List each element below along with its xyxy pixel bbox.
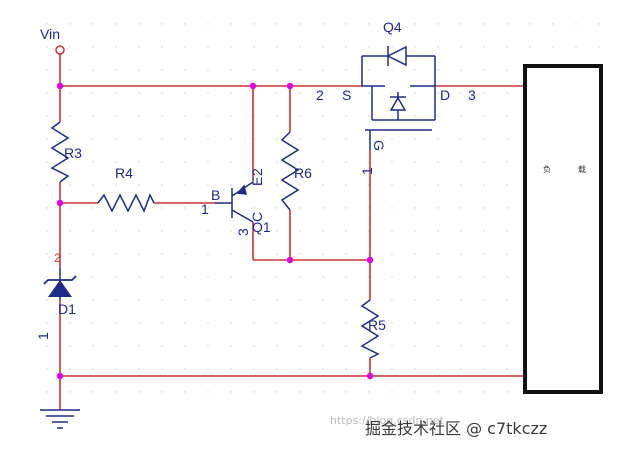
wires	[59, 54, 525, 410]
load-text-left: 负	[543, 164, 551, 174]
junction	[286, 256, 294, 264]
q4-source-label: S	[342, 87, 351, 103]
watermark-faint: https://blog.csdn.net	[330, 414, 445, 427]
q1-emitter-label: E	[249, 177, 265, 186]
r4-label: R4	[115, 165, 133, 181]
transistor-q1	[215, 181, 254, 223]
d1-pin-top: 2	[54, 251, 61, 265]
vin-terminal	[55, 45, 65, 55]
d1-pin-bottom: 1	[35, 332, 51, 340]
d1-label: D1	[58, 301, 76, 317]
junction	[56, 372, 64, 380]
vin-label: Vin	[40, 26, 60, 42]
r6-label: R6	[294, 165, 312, 181]
resistor-r5	[360, 299, 380, 359]
resistor-r4	[97, 193, 155, 213]
load-block	[523, 64, 603, 394]
junction	[249, 82, 257, 90]
q4-source-pin: 2	[316, 87, 324, 103]
q1-label: Q1	[252, 219, 271, 235]
junctions	[56, 82, 374, 380]
resistor-r6	[280, 131, 300, 211]
junction	[366, 256, 374, 264]
mosfet-q4	[361, 45, 436, 150]
junction	[366, 372, 374, 380]
q4-drain-pin: 3	[468, 87, 476, 103]
junction	[56, 82, 64, 90]
resistor-r3	[50, 121, 70, 183]
zener-diode-d1	[43, 268, 77, 300]
q1-collector-pin: 3	[235, 228, 251, 236]
grid-background	[30, 10, 605, 410]
junction	[286, 82, 294, 90]
q1-emitter-pin: 2	[249, 168, 265, 176]
r5-label: R5	[368, 317, 386, 333]
q4-label: Q4	[383, 19, 402, 35]
q4-gate-pin: 1	[359, 167, 375, 175]
ground-icon	[40, 409, 80, 429]
load-text-right: 载	[578, 164, 586, 174]
junction	[56, 199, 64, 207]
q1-base-pin: 1	[201, 201, 209, 217]
q4-drain-label: D	[440, 87, 450, 103]
q1-collector-label: C	[249, 212, 265, 222]
q1-base-label: B	[211, 187, 220, 203]
q4-gate-label: G	[371, 140, 387, 151]
watermark-main: 掘金技术社区 @ c7tkczz	[365, 419, 547, 438]
r3-label: R3	[64, 145, 82, 161]
